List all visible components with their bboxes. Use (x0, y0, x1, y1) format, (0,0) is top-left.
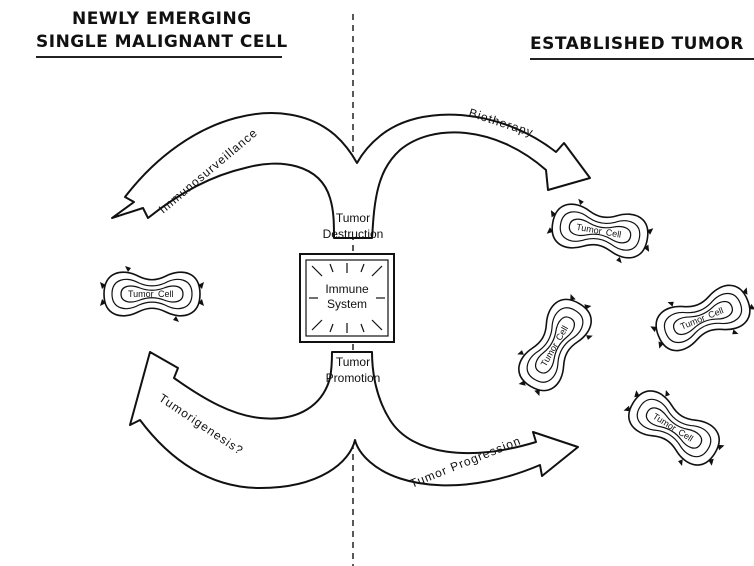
cell-word-tumor: Tumor (575, 222, 602, 236)
tumor-promotion-line2: Promotion (326, 371, 381, 385)
tumor-cell: Tumor Cell (503, 285, 607, 405)
tumor-cell: Tumor Cell (543, 193, 657, 269)
tumor-cell: Tumor Cell (643, 271, 754, 365)
heading-left-underline (36, 56, 282, 58)
tumor-destruction-line2: Destruction (323, 227, 384, 241)
top-arrow-band (111, 112, 591, 239)
bottom-arrow-band (129, 351, 579, 489)
heading-right-underline (530, 58, 754, 60)
immune-rays-icon (309, 263, 385, 333)
immune-label: Immune (325, 282, 369, 296)
tumor-promotion-line1: Tumor (336, 355, 370, 369)
cell-word-tumor: Tumor (128, 289, 154, 299)
heading-established-tumor: ESTABLISHED TUMOR (530, 34, 744, 54)
tumor-cell: Tumor Cell (99, 265, 205, 323)
tumor-destruction-line1: Tumor (336, 211, 370, 225)
heading-left-line1: NEWLY EMERGING (71, 9, 252, 29)
heading-newly-emerging: NEWLY EMERGING SINGLE MALIGNANT CELL (36, 8, 288, 54)
cell-word-cell: Cell (158, 289, 174, 299)
cell-word-cell: Cell (605, 227, 622, 240)
tumor-cell: Tumor Cell (614, 375, 734, 481)
immune-system-box: Immune System (299, 253, 395, 343)
system-label: System (327, 297, 367, 311)
heading-left-line2: SINGLE MALIGNANT CELL (36, 32, 288, 52)
